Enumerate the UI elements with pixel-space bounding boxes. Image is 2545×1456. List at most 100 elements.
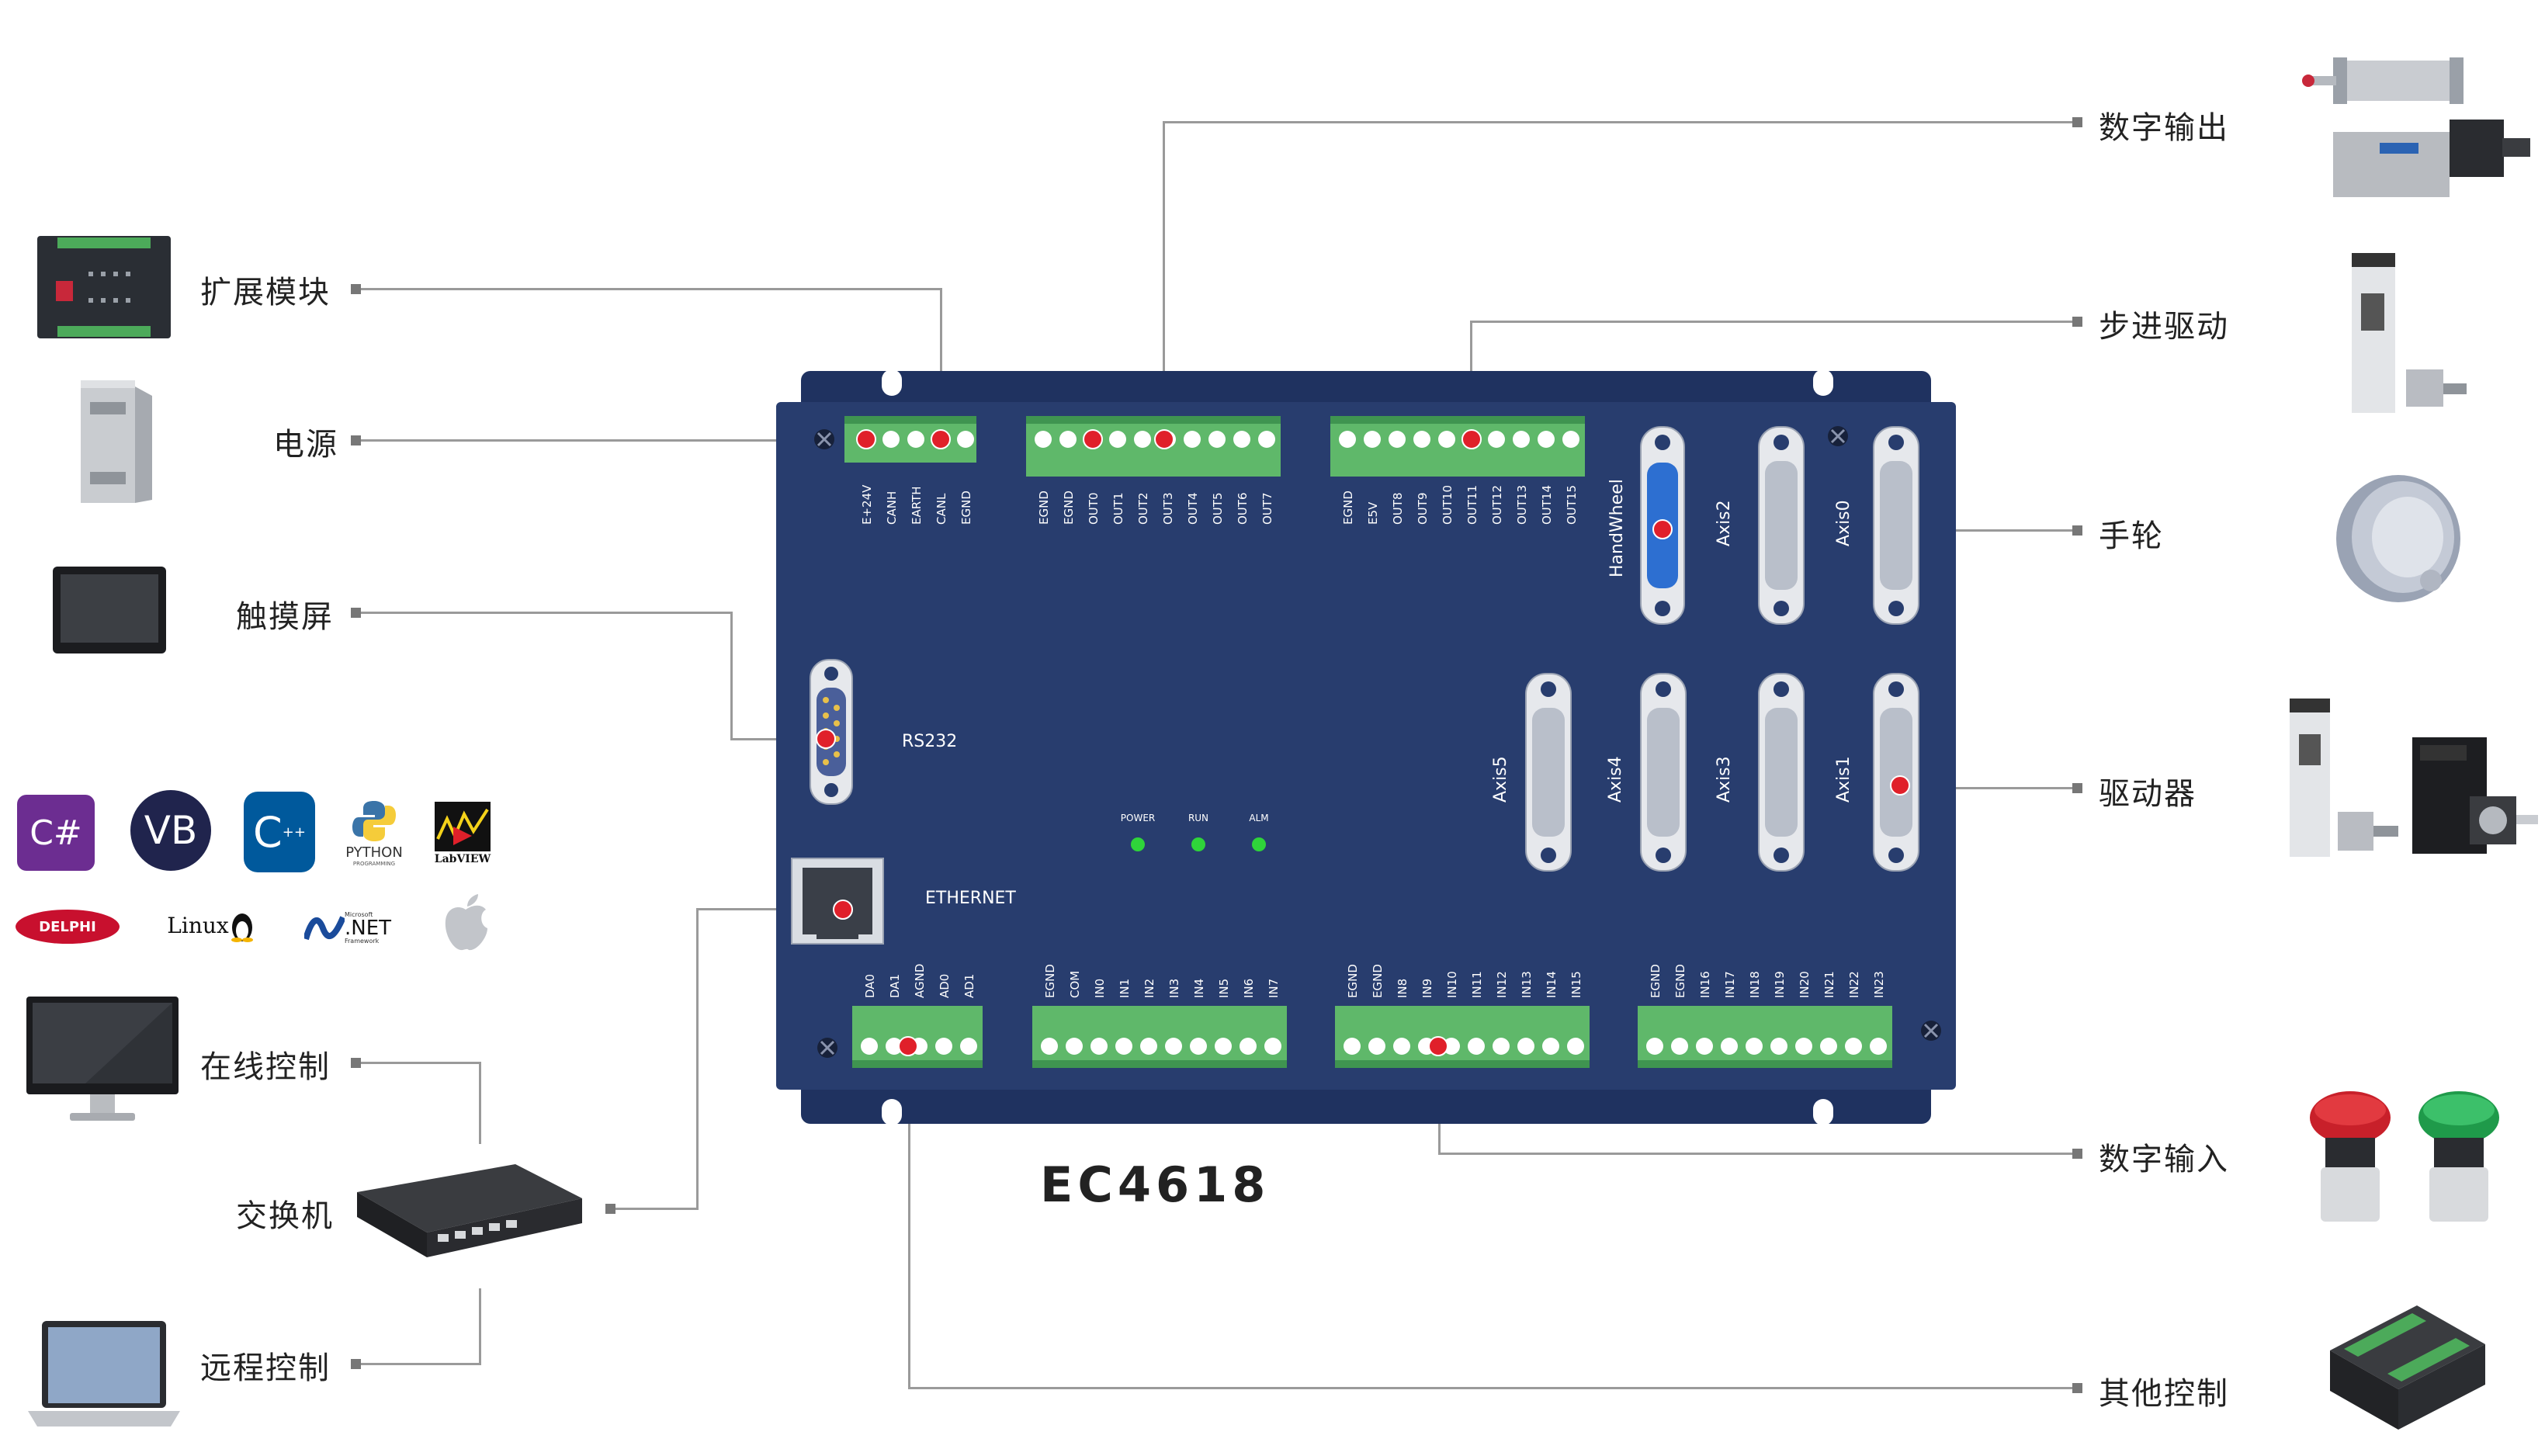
label-expansion: 扩展模块 [200, 275, 331, 310]
label-power: 电源 [273, 427, 338, 463]
pin-label: E+24V [860, 484, 874, 525]
pin-label: OUT8 [1391, 493, 1405, 525]
pin-label: OUT9 [1416, 493, 1430, 525]
mount-slot-br [1813, 1099, 1833, 1124]
label-din: 数字输入 [2099, 1142, 2229, 1177]
pin-label: IN21 [1822, 971, 1836, 998]
led-alm [1252, 837, 1266, 851]
handwheel-label: HandWheel [1607, 479, 1627, 577]
pin-label: IN13 [1520, 971, 1534, 998]
marker-dout [2072, 117, 2082, 127]
pin-label: IN15 [1569, 971, 1583, 998]
pin-label: EGND [1649, 964, 1663, 998]
ethernet-port [791, 858, 884, 945]
line-remote [351, 1363, 481, 1365]
axis2-port [1758, 426, 1805, 625]
pin-label: DA0 [863, 974, 877, 998]
tux-icon [231, 913, 253, 942]
pin-label: IN20 [1798, 971, 1812, 998]
led-label: ALM [1249, 813, 1268, 823]
marker-handwheel [2072, 525, 2082, 536]
label-stepper: 步进驱动 [2099, 309, 2229, 345]
pin-label: CANH [885, 491, 899, 525]
connect-marker [1461, 429, 1482, 449]
axis5-label: Axis5 [1491, 756, 1510, 803]
label-remote: 远程控制 [200, 1350, 331, 1386]
pin-label: OUT15 [1565, 485, 1579, 525]
power-supply-icon [81, 380, 152, 503]
connect-marker [1083, 429, 1103, 449]
led-label: RUN [1188, 813, 1208, 823]
line-switch [605, 1208, 699, 1210]
vb-text: VB [144, 808, 198, 853]
mount-slot-tr [1813, 371, 1833, 396]
pin-label: E5V [1366, 501, 1380, 525]
dotnet-logo: Microsoft .NET Framework [295, 905, 400, 952]
terminal-in-c [1638, 1006, 1892, 1068]
csharp-logo: C# [17, 795, 95, 871]
delphi-text: DELPHI [39, 918, 96, 935]
apple-icon [445, 894, 487, 951]
cpp-text: C [253, 807, 283, 857]
model-name: EC4618 [1040, 1156, 1271, 1213]
pin-label: IN11 [1470, 971, 1484, 998]
python-subtext: PROGRAMMING [352, 860, 396, 867]
vb-logo: VB [130, 790, 211, 871]
pin-label: EGND [1673, 964, 1687, 998]
delphi-logo: DELPHI [16, 910, 120, 944]
pin-label: OUT6 [1236, 493, 1250, 525]
linux-logo: Linux [163, 900, 259, 950]
python-logo: PYTHON PROGRAMMING [334, 790, 414, 874]
led-run [1191, 837, 1205, 851]
connect-marker [1428, 1036, 1448, 1056]
pin-label: IN8 [1396, 979, 1409, 998]
dotnet-wave-icon [303, 916, 345, 941]
pin-label: DA1 [888, 974, 902, 998]
label-dout: 数字输出 [2099, 110, 2229, 146]
axis2-label: Axis2 [1715, 500, 1734, 546]
pin-label: EGND [1346, 964, 1360, 998]
solenoid-valve-icon [2333, 120, 2530, 197]
terminal-out-a [1026, 416, 1281, 477]
line-switch-rise [696, 908, 699, 1210]
axis0-label: Axis0 [1834, 500, 1853, 546]
controller-board: E+24V CANH EARTH CANL EGND EGND EGND OUT… [776, 371, 1956, 1124]
label-switch: 交换机 [236, 1198, 334, 1234]
stepper-motor-driver-icon [2412, 737, 2538, 854]
marker-online [351, 1058, 361, 1068]
mount-slot-tl [882, 371, 902, 396]
pin-label: EGND [959, 491, 973, 525]
python-text: PYTHON [345, 844, 403, 861]
axis4-label: Axis4 [1606, 756, 1625, 803]
screw-icon [814, 429, 834, 449]
pin-label: EGND [1371, 964, 1385, 998]
pin-label: IN10 [1445, 971, 1459, 998]
connect-marker [931, 429, 951, 449]
network-switch-icon [357, 1164, 582, 1257]
pin-label: CANL [934, 493, 948, 525]
csharp-text: C# [29, 813, 82, 853]
pin-label: OUT7 [1260, 493, 1274, 525]
marker-power [351, 435, 361, 445]
axis1-label: Axis1 [1834, 756, 1853, 803]
expansion-module-icon [37, 236, 171, 338]
pin-label: IN6 [1242, 979, 1256, 998]
pin-label: IN0 [1093, 979, 1107, 998]
line-other-drop [908, 1046, 910, 1389]
line-dout-drop [1163, 121, 1165, 439]
line-touch-drop [730, 612, 733, 740]
line-online-drop [479, 1062, 481, 1144]
connect-marker [1890, 775, 1910, 796]
connect-marker [898, 1036, 918, 1056]
line-driver [1902, 787, 2072, 789]
pin-label: EARTH [910, 486, 924, 525]
pin-label: IN1 [1118, 979, 1132, 998]
axis3-label: Axis3 [1715, 756, 1734, 803]
marker-touch [351, 608, 361, 618]
line-other [908, 1387, 2072, 1389]
connect-marker [833, 900, 853, 920]
marker-expansion [351, 284, 361, 294]
marker-stepper [2072, 317, 2082, 327]
pin-label: OUT2 [1136, 493, 1150, 525]
linux-text: Linux [167, 912, 229, 938]
